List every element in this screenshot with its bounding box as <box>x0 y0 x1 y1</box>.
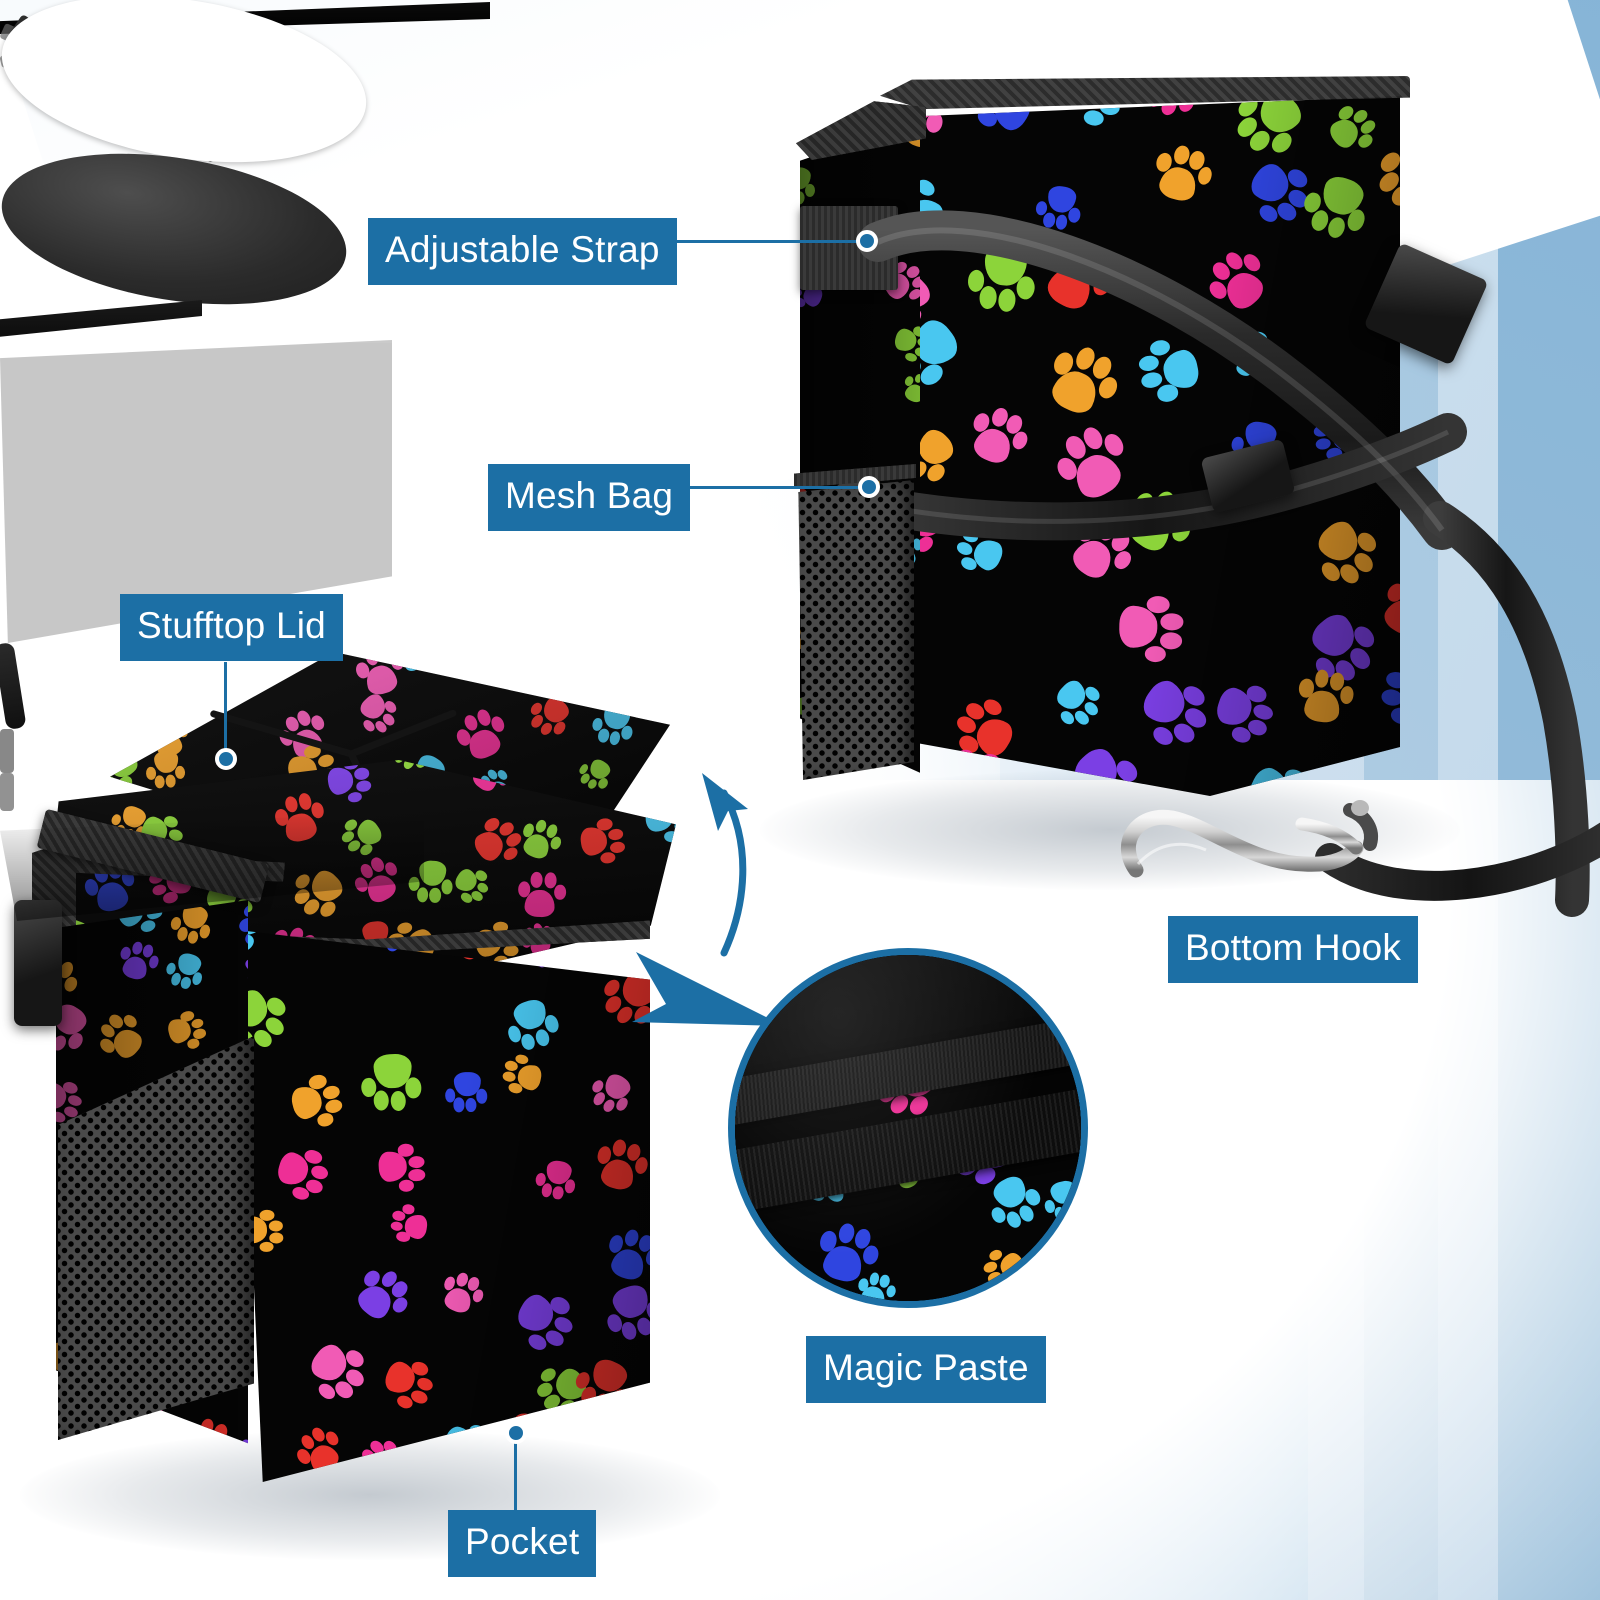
paw-print-icon <box>471 652 521 689</box>
paw-print-icon <box>162 1006 209 1053</box>
leader-line-stufftop-lid <box>224 662 227 762</box>
callout-label-mesh-bag[interactable]: Mesh Bag <box>488 464 691 531</box>
paw-print-icon <box>287 1420 351 1482</box>
marker-dot-stufftop-lid <box>215 748 237 770</box>
paw-print-icon <box>589 700 639 750</box>
detail-sheen <box>735 955 1081 1301</box>
paw-print-icon <box>350 1432 411 1482</box>
paw-print-icon <box>56 993 99 1062</box>
callout-label-pocket[interactable]: Pocket <box>448 1510 597 1577</box>
paw-print-icon <box>231 900 248 961</box>
callout-label-adjustable-strap[interactable]: Adjustable Strap <box>368 218 677 285</box>
paw-print-icon <box>46 760 75 792</box>
stufftop-lid-rim <box>0 0 379 186</box>
paw-print-icon <box>587 1426 644 1482</box>
paw-print-icon <box>444 1069 490 1113</box>
paw-print-icon <box>112 936 161 985</box>
paw-print-icon <box>361 1050 424 1112</box>
paw-print-icon <box>298 1329 379 1410</box>
paw-print-icon <box>284 1068 348 1132</box>
paw-print-icon <box>576 814 628 866</box>
paw-print-icon <box>388 1204 432 1248</box>
paw-print-icon <box>513 813 566 866</box>
paw-print-icon <box>498 1052 545 1099</box>
paw-print-icon <box>501 991 565 1055</box>
marker-dot-mesh-bag <box>858 476 880 498</box>
paw-print-icon <box>437 1415 498 1476</box>
marker-dot-pocket <box>505 1422 527 1444</box>
paw-print-icon <box>534 1156 582 1204</box>
stufftop-lid-face <box>0 131 357 327</box>
marker-dot-adjustable-strap <box>856 230 878 252</box>
paw-print-icon <box>434 1266 488 1320</box>
bottom-hook-icon <box>1120 800 1600 901</box>
magic-paste-detail-circle <box>728 948 1088 1308</box>
paw-print-icon <box>376 1349 441 1414</box>
leader-line-adjustable-strap <box>656 240 868 243</box>
paw-print-icon <box>344 1257 418 1331</box>
leader-line-pocket <box>514 1432 517 1516</box>
paw-print-icon <box>497 1408 569 1480</box>
paw-print-icon <box>163 947 210 994</box>
lid-open-arrow-icon <box>702 773 748 957</box>
paw-print-icon <box>569 1349 640 1420</box>
paw-print-icon <box>574 752 619 797</box>
leader-line-mesh-bag <box>650 486 870 489</box>
paw-print-icon <box>505 1280 585 1360</box>
magic-paste-detail-content <box>735 955 1081 1301</box>
lower-body-front <box>238 930 650 1482</box>
paw-print-icon <box>174 1412 239 1444</box>
paw-print-icon <box>585 1065 641 1121</box>
paw-print-icon <box>589 1133 650 1195</box>
paw-print-icon <box>376 1141 428 1193</box>
lower-side-buckle <box>14 900 62 1026</box>
paw-print-icon <box>516 870 567 920</box>
callout-label-bottom-hook[interactable]: Bottom Hook <box>1168 916 1419 983</box>
paw-print-icon <box>271 1140 335 1204</box>
paw-print-icon <box>88 1006 152 1070</box>
lower-buckle-highlight <box>0 729 14 773</box>
paw-print-icon <box>600 1277 650 1347</box>
lower-mesh-pocket-trim <box>0 300 202 337</box>
lid-pull-tab <box>0 641 27 731</box>
paw-print-icon <box>598 1223 650 1288</box>
callout-label-magic-paste[interactable]: Magic Paste <box>806 1336 1046 1403</box>
paw-print-icon <box>236 939 248 998</box>
paw-print-icon <box>237 1422 248 1444</box>
lower-buckle-highlight-2 <box>0 773 14 811</box>
callout-label-stufftop-lid[interactable]: Stufftop Lid <box>120 594 343 661</box>
upper-mesh-bag <box>798 480 914 780</box>
paw-print-icon <box>651 652 670 666</box>
